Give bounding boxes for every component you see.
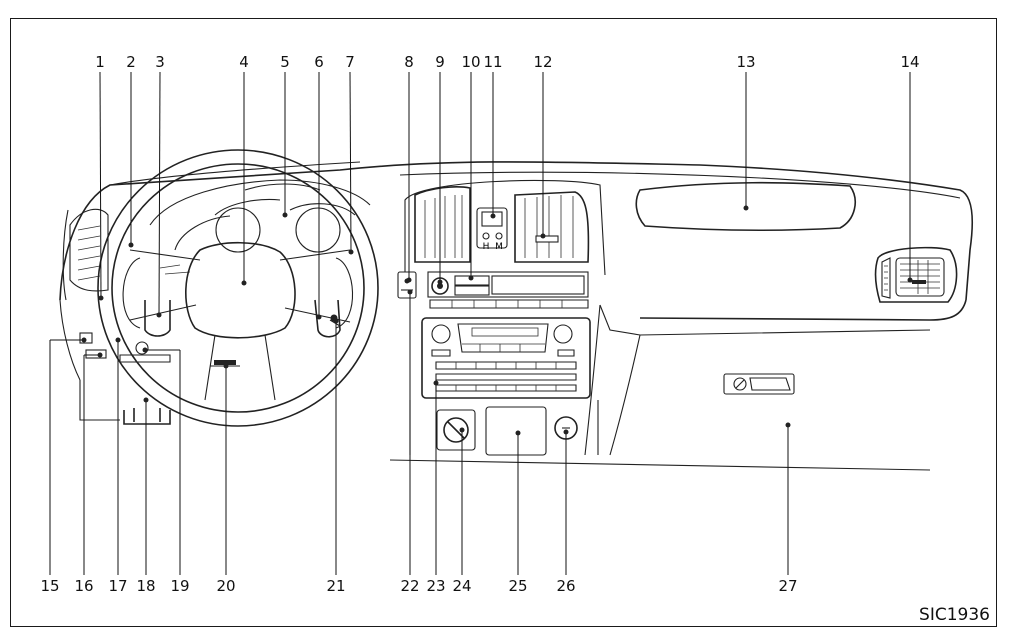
callout-26: 26 [556,577,575,595]
callout-7: 7 [345,53,355,71]
center-display-row [427,271,589,309]
audio-unit [421,317,591,399]
callout-23: 23 [426,577,445,595]
callout-2: 2 [126,53,136,71]
switch-label-h: H [483,242,490,252]
left-lower-controls [79,332,240,425]
callout-20: 20 [216,577,235,595]
callout-13: 13 [736,53,755,71]
steering-stalks [144,299,341,338]
figure-code: SIC1936 [919,605,990,625]
callout-16: 16 [74,577,93,595]
callout-5: 5 [280,53,290,71]
callout-19: 19 [170,577,189,595]
callout-22: 22 [400,577,419,595]
passenger-airbag [635,181,856,231]
instrument-cluster [149,179,371,275]
steering-wheel [97,149,379,427]
callout-4: 4 [239,53,249,71]
switch-label-m: M [495,242,503,252]
callout-14: 14 [900,53,919,71]
figure-frame [10,18,997,627]
switch-panel: H M [476,207,508,252]
glove-box [723,373,795,395]
callout-numbers-bottom: 15 16 17 18 19 20 21 22 23 24 25 26 27 [40,577,797,595]
callout-24: 24 [452,577,471,595]
right-side-vent [874,246,958,303]
callout-17: 17 [108,577,127,595]
callout-8: 8 [404,53,414,71]
left-side-vent [69,208,109,292]
callout-10: 10 [461,53,480,71]
callout-21: 21 [326,577,345,595]
callout-25: 25 [508,577,527,595]
callout-9: 9 [435,53,445,71]
leader-dots [81,205,913,436]
hazard-switch [397,271,417,299]
dashboard-outline [59,161,974,471]
callout-27: 27 [778,577,797,595]
callout-11: 11 [483,53,502,71]
callout-1: 1 [95,53,105,71]
callout-18: 18 [136,577,155,595]
center-stack-lower [409,400,599,456]
callout-6: 6 [314,53,324,71]
callout-12: 12 [533,53,552,71]
callout-3: 3 [155,53,165,71]
callout-15: 15 [40,577,59,595]
leader-lines [49,71,911,575]
callout-numbers-top: 1 2 3 4 5 6 7 8 9 10 11 12 13 14 [95,53,919,71]
